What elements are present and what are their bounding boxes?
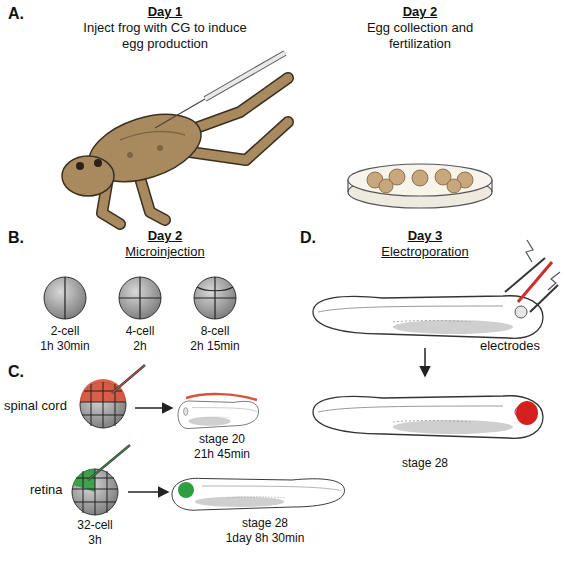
tadpole-stage-20 — [178, 394, 259, 429]
time-label: 2h 15min — [180, 339, 250, 353]
embryo-8-cell — [194, 277, 236, 319]
stage-label: 2-cell — [30, 324, 100, 338]
frog — [62, 78, 288, 224]
day-heading: Day 1 — [65, 4, 265, 20]
stage-label: 32-cell — [60, 518, 130, 532]
day-heading: Day 2 — [320, 4, 520, 20]
time-label: 21h 45min — [177, 447, 267, 461]
embryo-4-cell — [119, 277, 161, 319]
arrow — [135, 407, 172, 409]
embryo-retina-injection — [72, 445, 130, 515]
arrow — [128, 491, 168, 493]
time-label: 2h — [105, 339, 175, 353]
stage-label: 8-cell — [180, 324, 250, 338]
step-text: Egg collection and fertilization — [355, 20, 485, 51]
time-label: 1day 8h 30min — [210, 531, 320, 545]
petri-dish — [348, 164, 492, 208]
embryo-spinal-injection — [80, 365, 145, 428]
time-label: 1h 30min — [30, 339, 100, 353]
stage-label: stage 20 — [177, 432, 267, 446]
stage-label: 4-cell — [105, 324, 175, 338]
stage-label: stage 28 — [215, 516, 315, 530]
tadpole-stage-28 — [172, 478, 345, 510]
time-label: 3h — [60, 533, 130, 547]
step-heading: Microinjection — [65, 244, 265, 260]
arrow — [424, 348, 426, 376]
tadpole-electroporated — [313, 396, 543, 439]
syringe — [155, 53, 285, 128]
callout-label: electrodes — [480, 338, 560, 354]
tissue-label: spinal cord — [4, 398, 80, 414]
tissue-label: retina — [30, 482, 80, 498]
stage-label: stage 28 — [380, 456, 470, 470]
step-text: Inject frog with CG to induce egg produc… — [75, 20, 255, 51]
day-heading: Day 2 — [65, 228, 265, 244]
embryo-2-cell — [44, 277, 86, 319]
day-heading: Day 3 — [325, 228, 525, 244]
panel-letter: C. — [8, 362, 38, 381]
panel-letter: A. — [8, 4, 38, 23]
step-heading: Electroporation — [325, 244, 525, 260]
panel-letter: D. — [300, 228, 330, 247]
tadpole-electroporation — [313, 240, 560, 338]
panel-letter: B. — [8, 228, 38, 247]
